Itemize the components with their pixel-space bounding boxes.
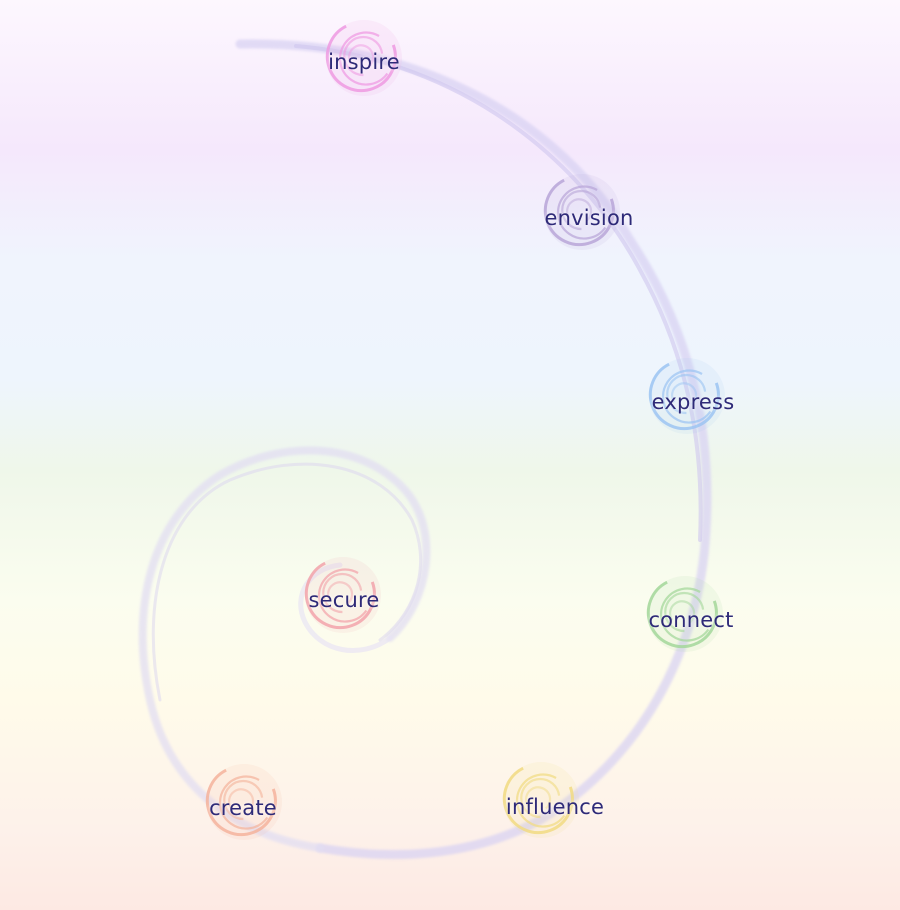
node-label-influence: influence <box>505 795 605 819</box>
node-label-envision: envision <box>544 206 634 230</box>
node-express[interactable]: express <box>652 390 735 414</box>
node-secure[interactable]: secure <box>308 588 379 612</box>
node-swirls <box>205 20 725 840</box>
swirl-connect <box>646 576 723 652</box>
node-label-create: create <box>209 796 277 820</box>
node-connect[interactable]: connect <box>648 608 733 632</box>
swirl-inspire <box>325 20 402 96</box>
node-inspire[interactable]: inspire <box>328 50 400 74</box>
node-label-inspire: inspire <box>328 50 400 74</box>
node-influence[interactable]: influence <box>506 795 604 819</box>
node-label-express: express <box>651 390 735 414</box>
spiral-path <box>138 39 712 859</box>
swirl-express <box>648 358 725 434</box>
swirl-influence <box>502 762 579 838</box>
swirl-secure <box>304 557 381 633</box>
node-envision[interactable]: envision <box>544 206 633 230</box>
node-label-connect: connect <box>648 608 734 632</box>
node-label-secure: secure <box>308 588 380 612</box>
swirl-create <box>205 764 282 840</box>
node-create[interactable]: create <box>209 796 277 820</box>
swirl-envision <box>543 174 620 250</box>
